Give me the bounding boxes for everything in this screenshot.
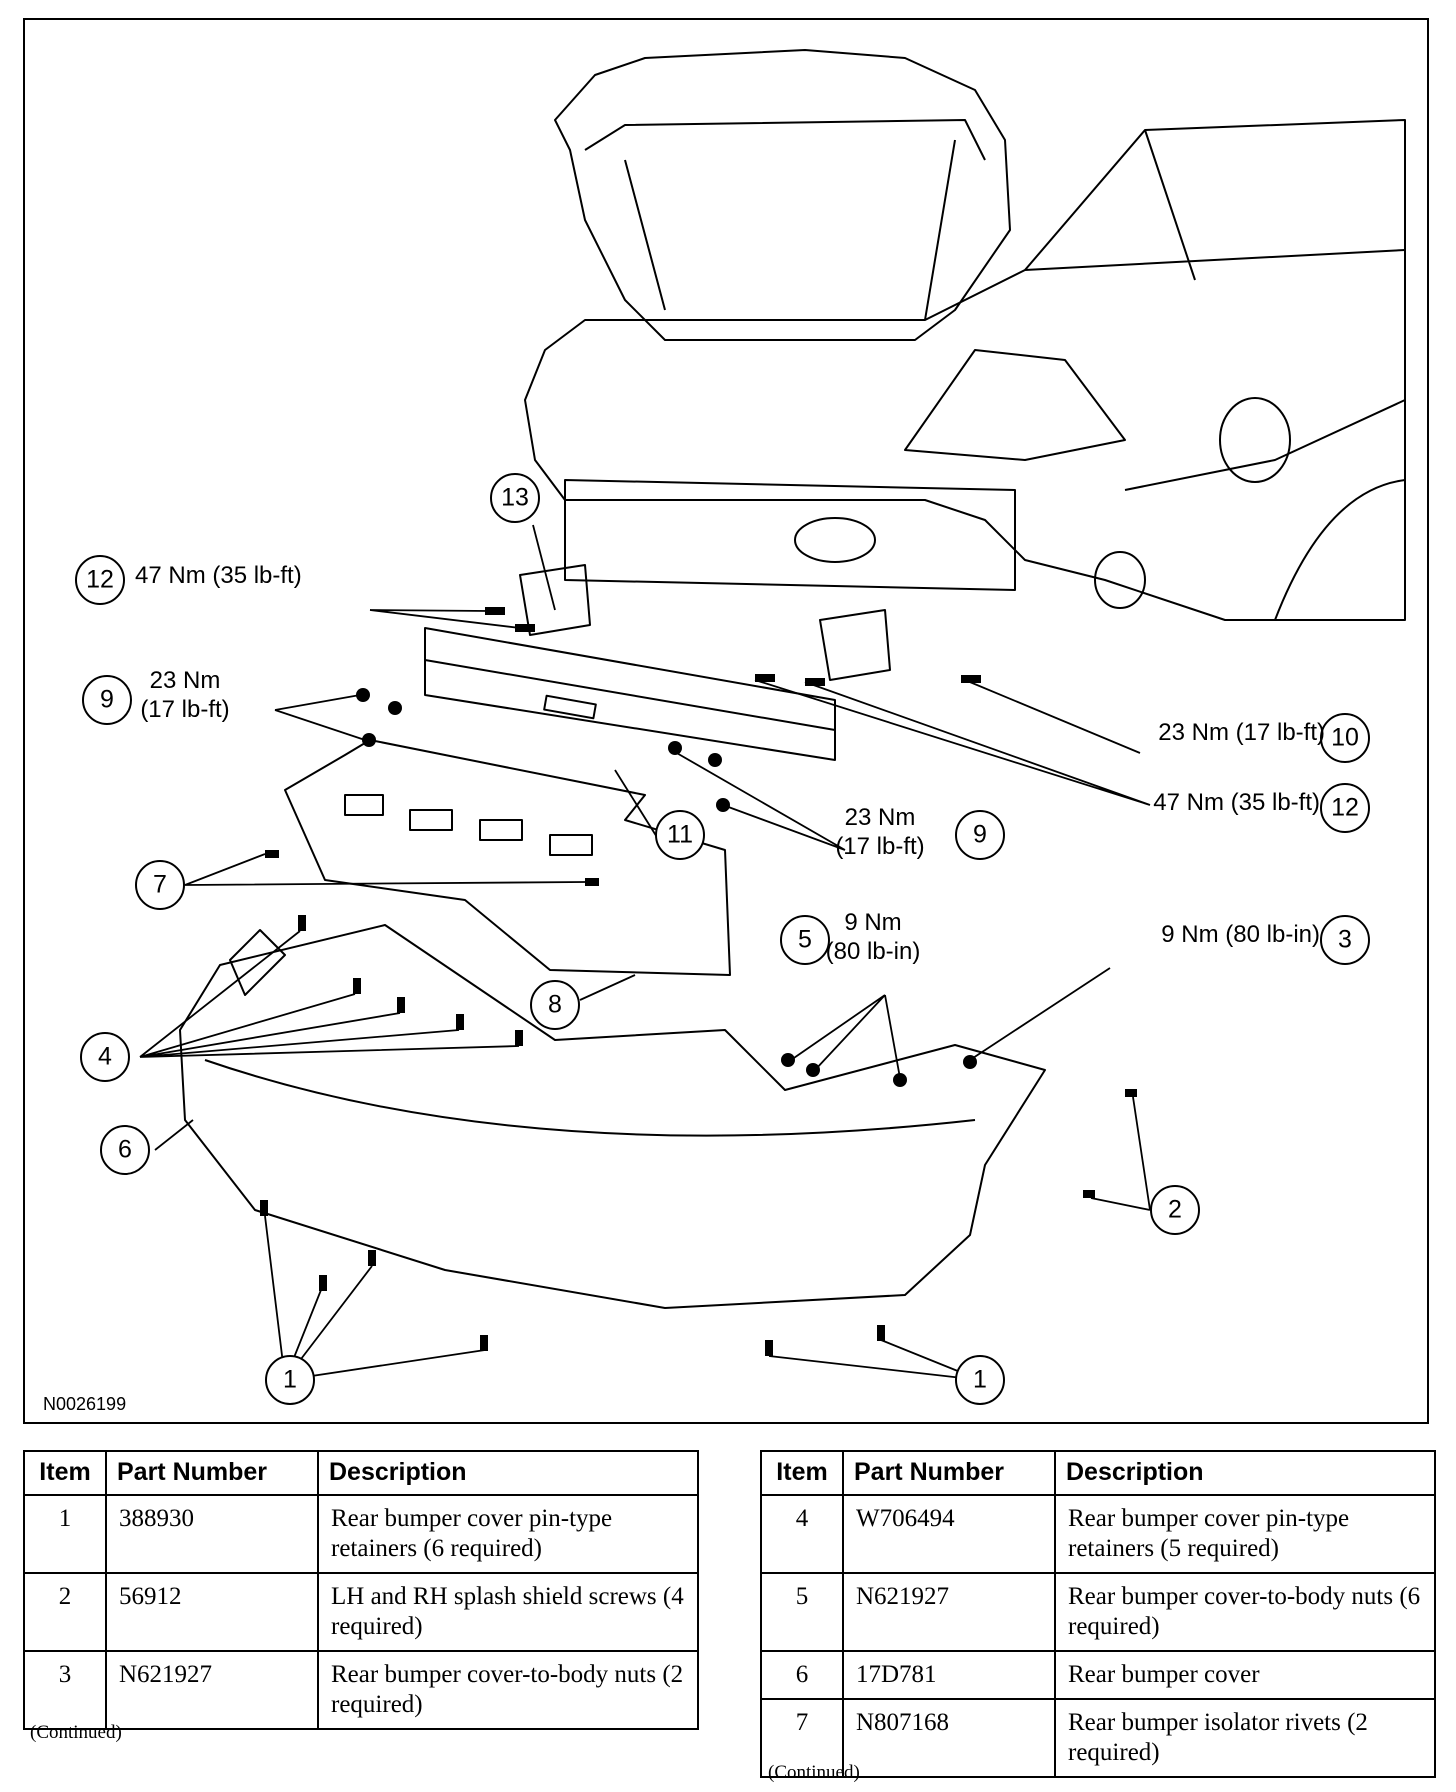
part-number: N621927 (842, 1572, 1056, 1652)
item-number: 3 (23, 1650, 107, 1730)
reinforcement-beam-drawing (424, 627, 836, 761)
item-number: 6 (760, 1650, 844, 1700)
exploded-view-diagram: 1 1 2 3 4 5 6 7 8 9 9 10 11 12 12 13 9 N… (23, 18, 1429, 1424)
callout-5: 5 (798, 926, 812, 954)
item-number: 2 (23, 1572, 107, 1652)
callout-8: 8 (548, 991, 562, 1019)
car-body-drawing (524, 119, 1406, 621)
torque-label-9a: 23 Nm(17 lb-ft) (140, 667, 229, 723)
callout-12a: 12 (86, 566, 114, 594)
continued-note-2: (Continued) (768, 1762, 860, 1783)
wheel-arch-drawing (1274, 479, 1406, 621)
tail-lamp-drawing (904, 349, 1126, 461)
isolator-bracket-rh (819, 609, 891, 681)
part-description: Rear bumper isolator rivets (2 required) (1054, 1698, 1436, 1778)
callout-11: 11 (667, 821, 693, 849)
item-number: 5 (760, 1572, 844, 1652)
part-number: 56912 (105, 1572, 319, 1652)
torque-label-9b: 23 Nm(17 lb-ft) (835, 804, 924, 860)
part-description: LH and RH splash shield screws (4 requir… (317, 1572, 699, 1652)
fuel-door-drawing (1219, 397, 1291, 483)
header-description: Description (317, 1450, 699, 1496)
callout-12b: 12 (1331, 794, 1359, 822)
part-description: Rear bumper cover pin-type retainers (5 … (1054, 1494, 1436, 1574)
callout-9a: 9 (100, 686, 114, 714)
torque-label-12a: 47 Nm (35 lb-ft) (135, 562, 302, 589)
part-number: N621927 (105, 1650, 319, 1730)
table-row: 6 17D781 Rear bumper cover (760, 1650, 1436, 1700)
callout-13: 13 (501, 484, 529, 512)
item-number: 4 (760, 1494, 844, 1574)
table-row: 3 N621927 Rear bumper cover-to-body nuts… (23, 1650, 699, 1730)
continued-note-1: (Continued) (30, 1722, 122, 1743)
callout-9b: 9 (973, 821, 987, 849)
table-row: 4 W706494 Rear bumper cover pin-type ret… (760, 1494, 1436, 1574)
part-description: Rear bumper cover pin-type retainers (6 … (317, 1494, 699, 1574)
table-row: 1 388930 Rear bumper cover pin-type reta… (23, 1494, 699, 1574)
part-number: 388930 (105, 1494, 319, 1574)
torque-label-3: 9 Nm (80 lb-in) (1161, 921, 1320, 948)
callout-1a: 1 (283, 1366, 297, 1394)
callout-3: 3 (1338, 926, 1352, 954)
parts-table-2: Item Part Number Description 4 W706494 R… (760, 1450, 1436, 1778)
figure-id: N0026199 (43, 1394, 126, 1414)
header-part-number: Part Number (105, 1450, 319, 1496)
item-number: 7 (760, 1698, 844, 1778)
deck-lid-drawing (554, 49, 1011, 341)
table-row: 2 56912 LH and RH splash shield screws (… (23, 1572, 699, 1652)
multiline-torque-labels: 23 Nm(17 lb-ft) 23 Nm(17 lb-ft) 9 Nm(80 … (140, 667, 924, 965)
part-number: W706494 (842, 1494, 1056, 1574)
part-description: Rear bumper cover (1054, 1650, 1436, 1700)
torque-label-12b: 47 Nm (35 lb-ft) (1153, 789, 1320, 816)
bumper-assembly-illustration: 1 1 2 3 4 5 6 7 8 9 9 10 11 12 12 13 9 N… (43, 49, 1406, 1414)
table-row: 5 N621927 Rear bumper cover-to-body nuts… (760, 1572, 1436, 1652)
header-part-number: Part Number (842, 1450, 1056, 1496)
callout-1b: 1 (973, 1366, 987, 1394)
bumper-cover-drawing (179, 924, 1046, 1309)
isolator-bracket-lh (519, 564, 591, 636)
energy-absorber-drawing (284, 739, 731, 976)
table-row: 7 N807168 Rear bumper isolator rivets (2… (760, 1698, 1436, 1778)
part-number: 17D781 (842, 1650, 1056, 1700)
part-description: Rear bumper cover-to-body nuts (6 requir… (1054, 1572, 1436, 1652)
callout-10: 10 (1331, 724, 1359, 752)
torque-label-5: 9 Nm(80 lb-in) (826, 909, 921, 965)
header-item: Item (23, 1450, 107, 1496)
callouts (75, 473, 1370, 1405)
callout-7: 7 (153, 871, 167, 899)
leader-lines (139, 524, 1151, 1381)
part-description: Rear bumper cover-to-body nuts (2 requir… (317, 1650, 699, 1730)
torque-label-10: 23 Nm (17 lb-ft) (1158, 719, 1325, 746)
part-number: N807168 (842, 1698, 1056, 1778)
header-item: Item (760, 1450, 844, 1496)
callout-4: 4 (98, 1043, 112, 1071)
header-description: Description (1054, 1450, 1436, 1496)
parts-table-1: Item Part Number Description 1 388930 Re… (23, 1450, 699, 1730)
item-number: 1 (23, 1494, 107, 1574)
callout-6: 6 (118, 1136, 132, 1164)
callout-2: 2 (1168, 1196, 1182, 1224)
fastener-group (260, 607, 1137, 1356)
